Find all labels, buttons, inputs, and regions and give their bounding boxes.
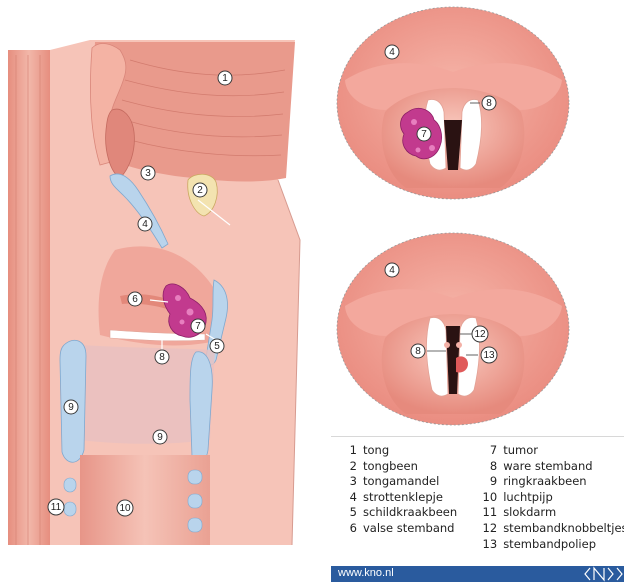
callout-text: 4: [389, 265, 395, 276]
callout-text: 1: [222, 73, 228, 84]
callout-number-sag-10: 10: [117, 500, 133, 516]
legend-item: 1 tong: [341, 443, 457, 459]
legend-item: 2 tongbeen: [341, 459, 457, 475]
legend-number: 4: [341, 490, 357, 506]
legend-item: 9 ringkraakbeen: [481, 474, 624, 490]
legend-number: 8: [481, 459, 497, 475]
legend-number: 1: [341, 443, 357, 459]
legend-item: 4 strottenklepje: [341, 490, 457, 506]
legend-item: 7 tumor: [481, 443, 624, 459]
callout-text: 4: [389, 47, 395, 58]
legend-label: tongbeen: [363, 459, 418, 473]
callout-number-sag-3: 3: [141, 166, 155, 180]
legend-number: 7: [481, 443, 497, 459]
legend-label: ringkraakbeen: [503, 474, 586, 488]
laryngoscopic-view-nodules: [337, 233, 569, 425]
callout-number-bot-8: 8: [411, 344, 425, 358]
callout-number-top-4: 4: [385, 45, 399, 59]
callout-text: 9: [157, 432, 163, 443]
legend-item: 12 stembandknobbeltjes: [481, 521, 624, 537]
legend-item: 13 stembandpoliep: [481, 537, 624, 553]
callout-text: 3: [145, 168, 151, 179]
callout-text: 8: [415, 346, 421, 357]
callout-number-top-7: 7: [417, 127, 431, 141]
callout-number-top-8: 8: [482, 96, 496, 110]
legend-label: schildkraakbeen: [363, 505, 457, 519]
callout-number-bot-4: 4: [385, 263, 399, 277]
callout-text: 7: [195, 321, 201, 332]
callout-text: 9: [68, 402, 74, 413]
callout-text: 13: [483, 350, 495, 361]
vocal-nodule-right: [456, 342, 462, 348]
callout-text: 7: [421, 129, 427, 140]
legend-label: slokdarm: [503, 505, 556, 519]
callout-number-sag-2: 2: [193, 183, 207, 197]
callout-text: 6: [132, 294, 138, 305]
esophagus: [8, 50, 50, 545]
callout-text: 4: [142, 219, 148, 230]
legend-number: 5: [341, 505, 357, 521]
callout-text: 2: [197, 185, 203, 196]
laryngoscopic-view-tumor: [337, 7, 569, 199]
sagittal-section: [8, 40, 300, 545]
legend-label: valse stemband: [363, 521, 454, 535]
legend-number: 6: [341, 521, 357, 537]
legend-label: tong: [363, 443, 389, 457]
legend-number: 9: [481, 474, 497, 490]
legend-label: luchtpijp: [503, 490, 553, 504]
legend-number: 2: [341, 459, 357, 475]
legend-label: stembandknobbeltjes: [503, 521, 624, 535]
legend-label: stembandpoliep: [503, 537, 596, 551]
callout-number-sag-9a: 9: [64, 400, 78, 414]
callout-number-bot-13: 13: [481, 347, 497, 363]
callout-number-sag-11: 11: [48, 499, 64, 515]
legend-label: ware stemband: [503, 459, 592, 473]
legend-column-left: 1 tong 2 tongbeen 3 tongamandel 4 strottenkl…: [341, 443, 457, 552]
callout-number-sag-5: 5: [210, 339, 224, 353]
footer-bar: www.kno.nl: [331, 566, 624, 582]
legend-item: 10 luchtpijp: [481, 490, 624, 506]
legend-item: 6 valse stemband: [341, 521, 457, 537]
legend-number: 3: [341, 474, 357, 490]
callout-text: 8: [486, 98, 492, 109]
callout-number-sag-9b: 9: [153, 430, 167, 444]
legend-number: 13: [481, 537, 497, 553]
callout-number-bot-12: 12: [472, 326, 488, 342]
callout-number-sag-4: 4: [138, 217, 152, 231]
callout-text: 10: [119, 503, 131, 514]
callout-text: 5: [214, 341, 220, 352]
callout-text: 11: [51, 502, 62, 513]
footer-url-link[interactable]: www.kno.nl: [338, 567, 394, 579]
callout-number-sag-8: 8: [155, 350, 169, 364]
kno-logo-icon: [584, 566, 624, 582]
legend-panel: 1 tong 2 tongbeen 3 tongamandel 4 strottenkl…: [331, 436, 624, 582]
callout-number-sag-7: 7: [191, 319, 205, 333]
legend-label: tumor: [503, 443, 538, 457]
legend-item: 5 schildkraakbeen: [341, 505, 457, 521]
legend-item: 8 ware stemband: [481, 459, 624, 475]
legend-number: 12: [481, 521, 497, 537]
legend-number: 11: [481, 505, 497, 521]
callout-number-sag-6: 6: [128, 292, 142, 306]
legend-number: 10: [481, 490, 497, 506]
callout-number-sag-1: 1: [218, 71, 232, 85]
legend-column-right: 7 tumor 8 ware stemband 9 ringkraakbeen 10 l…: [481, 443, 624, 552]
callout-text: 8: [159, 352, 165, 363]
legend-item: 3 tongamandel: [341, 474, 457, 490]
legend-label: strottenklepje: [363, 490, 443, 504]
legend-label: tongamandel: [363, 474, 439, 488]
vocal-nodule-left: [444, 342, 450, 348]
callout-text: 12: [474, 329, 486, 340]
legend-item: 11 slokdarm: [481, 505, 624, 521]
